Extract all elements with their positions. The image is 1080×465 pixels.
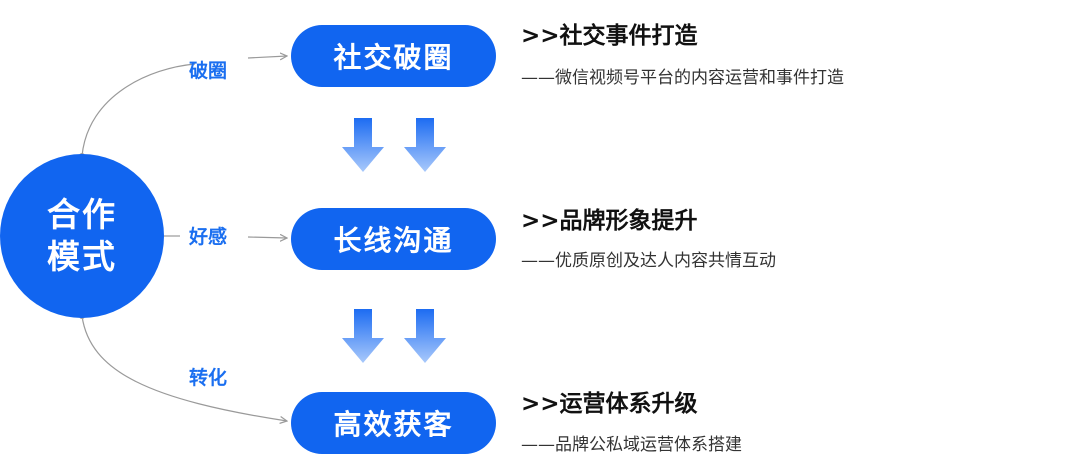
stage-pill-social-breakout: 社交破圈 (291, 25, 496, 87)
connector-curve-top (81, 63, 196, 157)
connector-arrow-top (247, 56, 287, 58)
stage-title-operation-upgrade: >>运营体系升级 (521, 391, 698, 417)
connector-arrow-middle (247, 237, 287, 238)
stage-description-brand-image: ——优质原创及达人内容共情互动 (521, 251, 776, 271)
link-label-conversion: 转化 (188, 367, 227, 389)
hub-label-line2: 模式 (47, 237, 117, 276)
hub-label-line1: 合作 (47, 195, 117, 234)
down-arrow-icon (342, 309, 384, 363)
link-label-goodwill: 好感 (188, 226, 227, 248)
down-arrow-icon (342, 118, 384, 172)
link-label-breakout: 破圈 (188, 60, 227, 82)
down-arrow-icon (404, 118, 446, 172)
hub-circle: 合作 模式 (0, 154, 164, 318)
stage-pill-long-term-communication: 长线沟通 (291, 208, 496, 270)
connector-curve-bottom (81, 315, 287, 421)
stage-title-brand-image: >>品牌形象提升 (521, 208, 698, 234)
down-arrow-icon (404, 309, 446, 363)
stage-description-operation-upgrade: ——品牌公私域运营体系搭建 (521, 435, 742, 455)
stage-pill-efficient-acquisition: 高效获客 (291, 392, 496, 454)
stage-description-social-events: ——微信视频号平台的内容运营和事件打造 (521, 68, 844, 88)
stage-title-social-events: >>社交事件打造 (521, 23, 698, 49)
